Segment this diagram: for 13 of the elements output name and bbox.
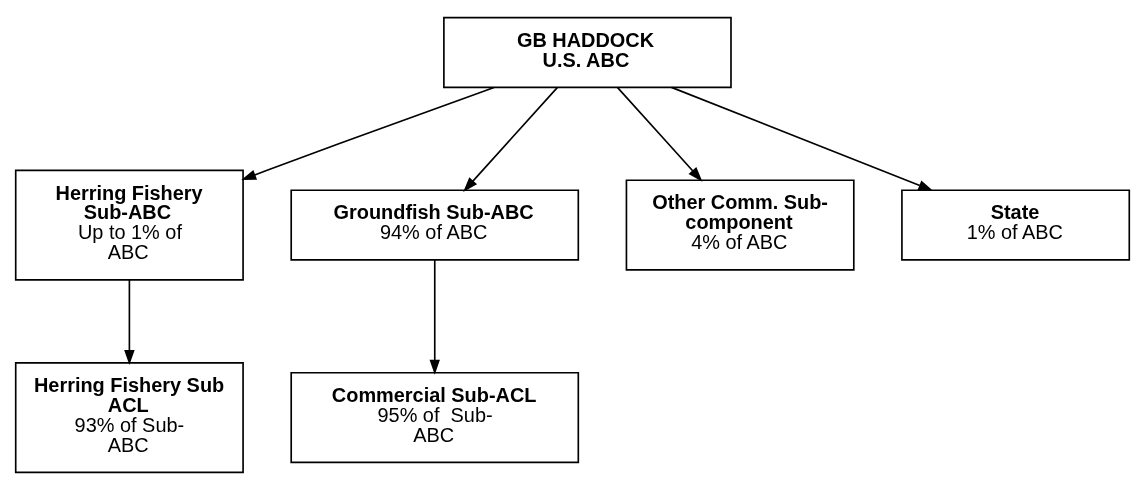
arrow xyxy=(124,278,135,365)
node-box: GB HADDOCK U.S. ABC xyxy=(443,16,732,88)
arrow xyxy=(429,258,440,375)
arrow xyxy=(670,86,934,191)
arrow xyxy=(241,86,495,180)
node-box: State 1% of ABC xyxy=(901,188,1131,261)
node-box: Commercial Sub-ACL 95% of Sub-ABC xyxy=(290,371,580,463)
node-box: Herring Fishery Sub-ABC Up to 1% of ABC xyxy=(14,169,244,281)
arrow xyxy=(616,86,703,182)
arrow xyxy=(463,86,559,192)
node-box: Herring Fishery Sub ACL 93% of Sub-ABC xyxy=(14,361,244,473)
node-box: Other Comm. Sub-component 4% of ABC xyxy=(625,178,855,271)
node-box: Groundfish Sub-ABC 94% of ABC xyxy=(290,188,580,261)
